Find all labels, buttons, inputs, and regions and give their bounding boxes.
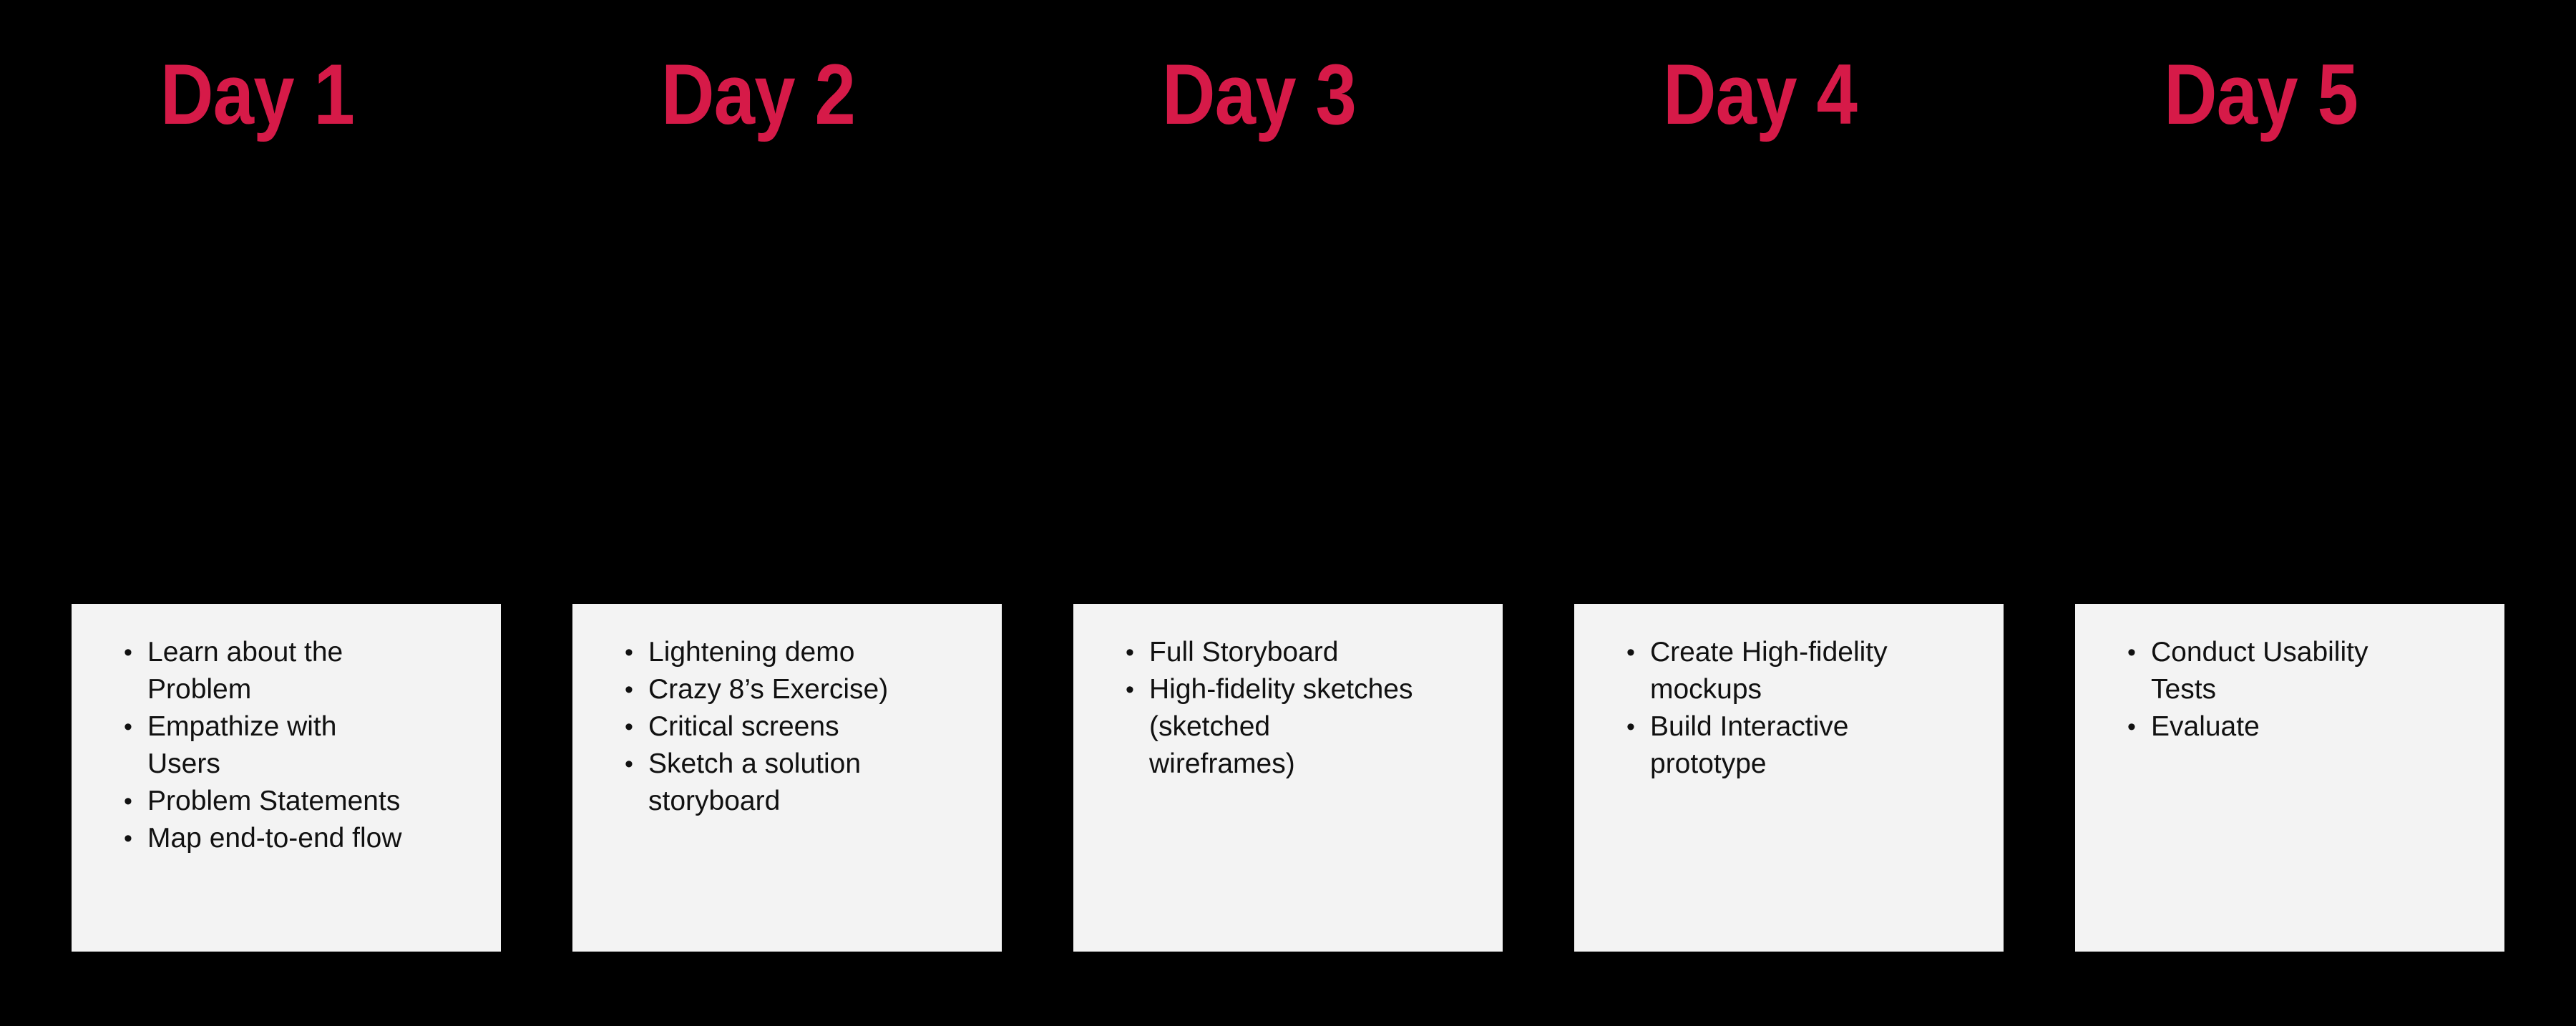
task-item: Full Storyboard xyxy=(1124,634,1415,671)
day-1-card: Learn about the ProblemEmpathize with Us… xyxy=(72,604,501,952)
task-item: Evaluate xyxy=(2126,708,2417,746)
task-item: Lightening demo xyxy=(623,634,914,671)
day-3-card: Full StoryboardHigh-fidelity sketches (s… xyxy=(1073,604,1503,952)
day-4-heading: Day 4 xyxy=(1663,47,1858,142)
day-column-5: Day 5 Conduct Usability TestsEvaluate xyxy=(2075,0,2504,1026)
day-2-heading: Day 2 xyxy=(661,47,856,142)
task-item: High-fidelity sketches (sketched wirefra… xyxy=(1124,671,1415,783)
day-column-3: Day 3 Full StoryboardHigh-fidelity sketc… xyxy=(1073,0,1503,1026)
task-item: Sketch a solution storyboard xyxy=(623,746,914,820)
task-item: Empathize with Users xyxy=(122,708,414,783)
task-item: Problem Statements xyxy=(122,783,414,820)
day-5-task-list: Conduct Usability TestsEvaluate xyxy=(2126,634,2417,746)
day-1-task-list: Learn about the ProblemEmpathize with Us… xyxy=(122,634,414,857)
day-5-heading: Day 5 xyxy=(2164,47,2358,142)
task-item: Crazy 8’s Exercise) xyxy=(623,671,914,708)
day-3-heading: Day 3 xyxy=(1162,47,1357,142)
day-column-2: Day 2 Lightening demoCrazy 8’s Exercise)… xyxy=(572,0,1002,1026)
task-item: Build Interactive prototype xyxy=(1625,708,1916,783)
day-4-card: Create High-fidelity mockupsBuild Intera… xyxy=(1574,604,2004,952)
day-5-card: Conduct Usability TestsEvaluate xyxy=(2075,604,2504,952)
task-item: Learn about the Problem xyxy=(122,634,414,708)
day-1-heading: Day 1 xyxy=(160,47,355,142)
task-item: Conduct Usability Tests xyxy=(2126,634,2417,708)
day-column-1: Day 1 Learn about the ProblemEmpathize w… xyxy=(72,0,501,1026)
day-4-task-list: Create High-fidelity mockupsBuild Intera… xyxy=(1625,634,1916,783)
task-item: Critical screens xyxy=(623,708,914,746)
day-3-task-list: Full StoryboardHigh-fidelity sketches (s… xyxy=(1124,634,1415,783)
task-item: Create High-fidelity mockups xyxy=(1625,634,1916,708)
day-column-4: Day 4 Create High-fidelity mockupsBuild … xyxy=(1574,0,2004,1026)
day-2-task-list: Lightening demoCrazy 8’s Exercise)Critic… xyxy=(623,634,914,820)
day-2-card: Lightening demoCrazy 8’s Exercise)Critic… xyxy=(572,604,1002,952)
task-item: Map end-to-end flow xyxy=(122,820,414,857)
